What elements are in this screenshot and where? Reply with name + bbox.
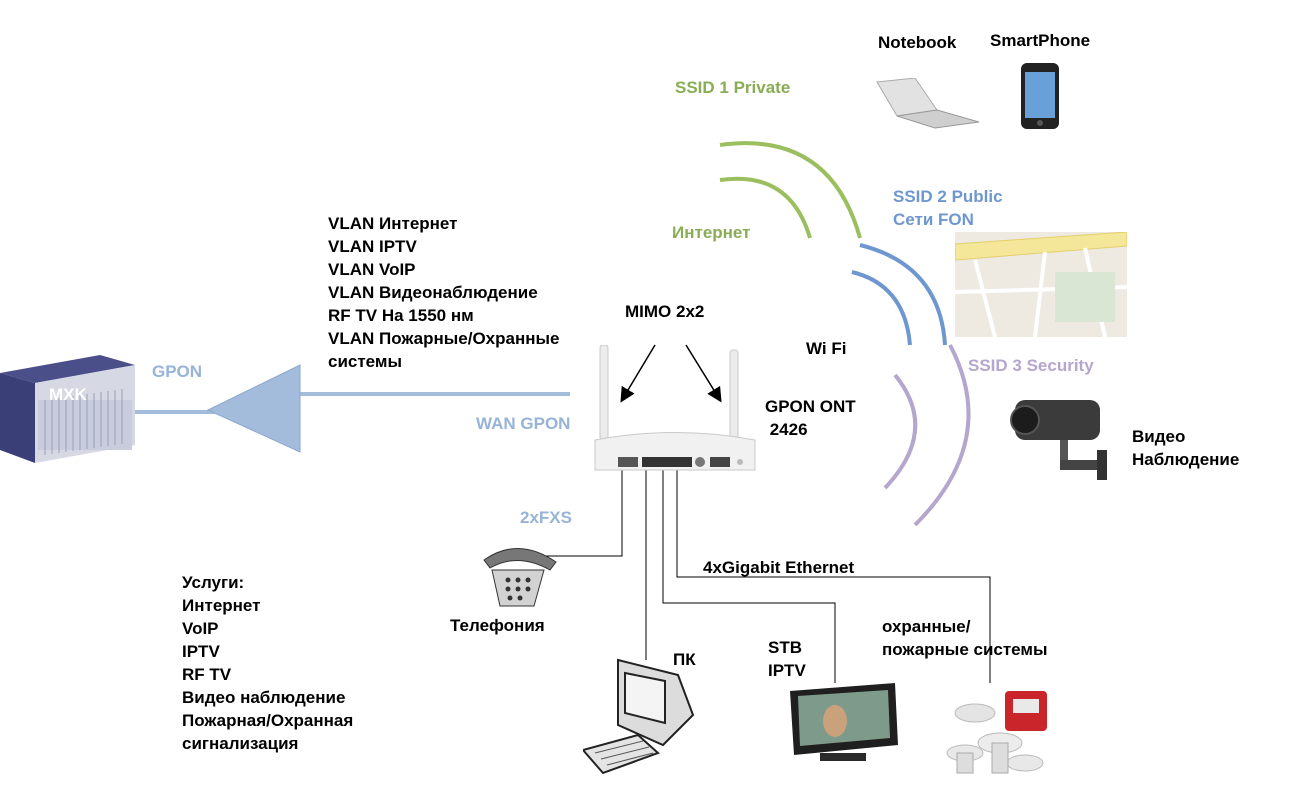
smartphone-label: SmartPhone: [990, 31, 1091, 50]
wifi-arc-blue-outer: [859, 243, 947, 346]
ssid1-label: SSID 1 Private: [675, 78, 791, 97]
tv-icon: [790, 683, 898, 761]
sensors-icon: [946, 691, 1047, 774]
smartphone-icon: [1021, 63, 1059, 129]
stb-cable: [662, 470, 836, 683]
wifi-label: Wi Fi: [806, 339, 847, 358]
mimo-arrow-right: [685, 344, 722, 403]
vlan-list: VLAN Интернет VLAN IPTV VLAN VoIP VLAN В…: [328, 214, 560, 371]
wifi-arc-green-inner: [719, 176, 812, 239]
notebook-icon: [876, 78, 980, 129]
wifi-arc-lav-outer: [913, 344, 971, 527]
wifi-arc-green-outer: [719, 141, 862, 239]
fxs-cable: [545, 470, 623, 557]
telephony-label: Телефония: [450, 616, 545, 635]
security-systems-label: охранные/ пожарные системы: [882, 617, 1048, 659]
gige-label: 4xGigabit Ethernet: [703, 558, 855, 577]
camera-icon: [1010, 400, 1107, 480]
gpon-label: GPON: [152, 362, 203, 381]
ssid3-label: SSID 3 Security: [968, 356, 1094, 375]
services-list: Услуги: Интернет VoIP IPTV RF TV Видео н…: [182, 573, 354, 753]
wifi-arc-lav-inner: [883, 373, 918, 490]
gpon-ont-label: GPON ONT 2426: [765, 397, 856, 439]
mimo-arrow-left: [620, 344, 656, 403]
wifi-arc-blue-inner: [851, 270, 912, 346]
mimo-label: MIMO 2x2: [625, 302, 705, 321]
router-icon: [594, 345, 756, 471]
pc-icon: [583, 658, 695, 775]
telephone-icon: [483, 548, 557, 607]
mxk-label: MXK: [49, 385, 87, 404]
wan-gpon-label: WAN GPON: [476, 414, 571, 433]
notebook-label: Notebook: [878, 33, 957, 52]
map-icon: [955, 232, 1127, 337]
fxs-label: 2xFXS: [520, 508, 572, 527]
security-cable: [676, 470, 991, 683]
internet-wifi-label: Интернет: [672, 223, 751, 242]
server-chassis-icon: [0, 355, 135, 463]
ssid2-label: SSID 2 Public Сети FON: [893, 187, 1003, 229]
pc-label: ПК: [673, 650, 696, 669]
splitter-triangle: [206, 364, 301, 453]
video-label: Видео Наблюдение: [1132, 427, 1240, 469]
stb-label: STB IPTV: [768, 638, 806, 680]
